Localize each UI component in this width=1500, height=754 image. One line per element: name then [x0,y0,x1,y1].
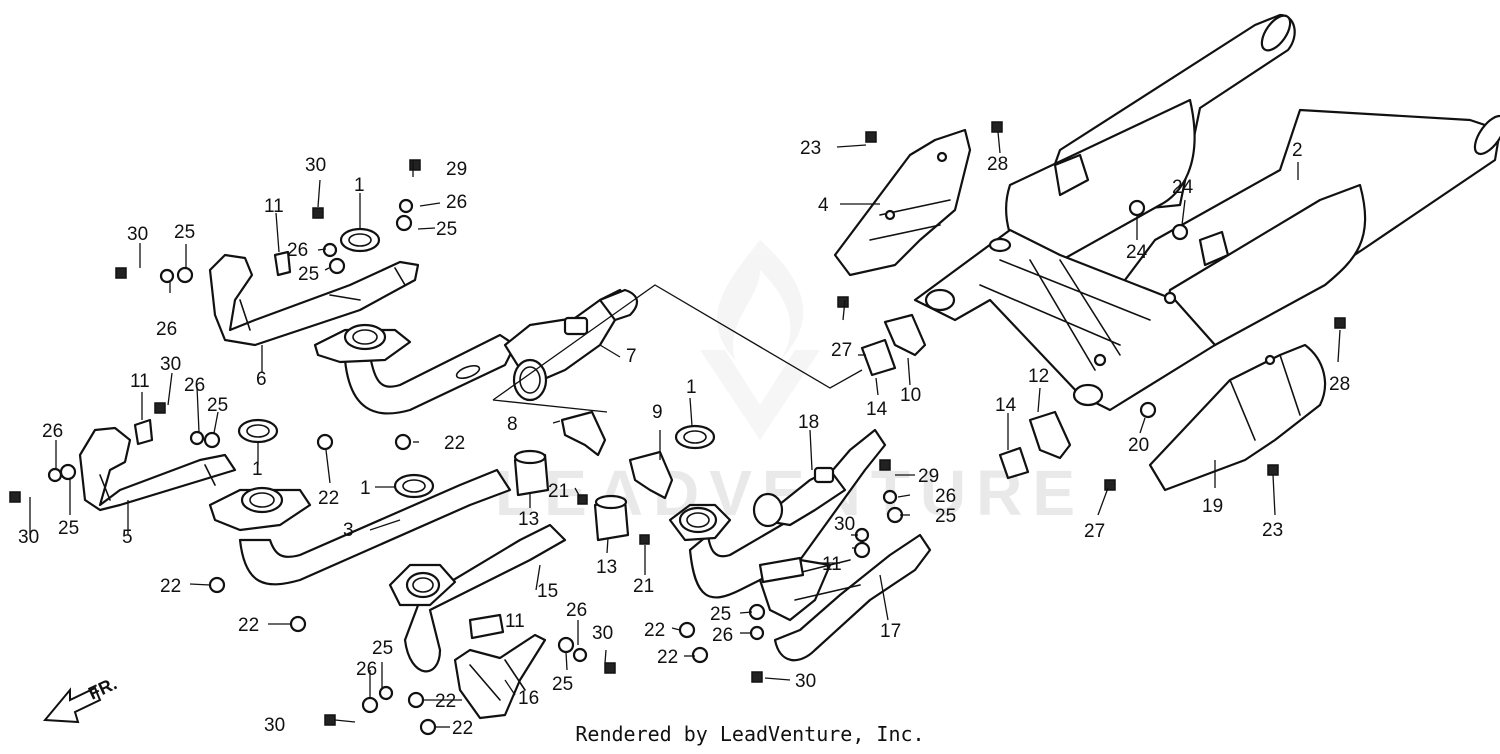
callout-30: 30 [160,354,181,375]
callout-10: 10 [900,385,921,406]
arrow-left-icon [42,686,102,724]
exhaust-pipe-18 [668,428,887,599]
callout-16: 16 [518,688,539,709]
callout-22: 22 [435,691,456,712]
callout-1: 1 [686,377,697,398]
callout-8: 8 [507,414,518,435]
callout-1: 1 [360,478,371,499]
heat-protector-5 [78,426,237,512]
callout-23: 23 [800,138,821,159]
callout-12: 12 [1028,366,1049,387]
callout-7: 7 [626,346,637,367]
callout-11: 11 [822,554,842,575]
callout-30: 30 [592,623,613,644]
callout-14: 14 [995,395,1017,416]
callout-30: 30 [264,715,285,736]
callout-25: 25 [298,264,319,285]
callout-22: 22 [644,620,665,641]
callout-30: 30 [18,527,39,548]
callout-26: 26 [566,600,587,621]
callout-15: 15 [537,581,558,602]
callout-13: 13 [518,509,539,530]
callout-25: 25 [436,219,457,240]
callout-26: 26 [287,240,308,261]
callout-28: 28 [1329,374,1350,395]
callout-30: 30 [305,155,326,176]
footer-credit: Rendered by LeadVenture, Inc. [575,722,925,746]
callout-18: 18 [798,412,819,433]
callout-21: 21 [633,576,654,597]
callout-19: 19 [1202,496,1223,517]
callout-25: 25 [174,222,195,243]
callout-numbers: 1 1 1 1 2 3 4 5 6 7 8 9 10 11 11 11 11 1… [18,138,1350,739]
callout-5: 5 [122,527,133,548]
callout-30: 30 [127,224,148,245]
callout-29: 29 [918,466,939,487]
callout-6: 6 [256,369,267,390]
callout-25: 25 [935,506,956,527]
callout-17: 17 [880,621,901,642]
callout-1: 1 [354,175,365,196]
watermark-logo [700,240,820,440]
callout-2: 2 [1292,140,1303,161]
callout-11: 11 [264,196,284,217]
callout-11: 11 [505,611,525,632]
callout-26: 26 [184,375,205,396]
callout-24: 24 [1126,242,1148,263]
callout-22: 22 [452,718,473,739]
callout-26: 26 [42,421,63,442]
leader-lines [29,131,1341,728]
callout-26: 26 [446,192,467,213]
callout-22: 22 [318,488,339,509]
callout-23: 23 [1262,520,1283,541]
callout-30: 30 [795,671,816,692]
callout-25: 25 [207,395,228,416]
callout-14: 14 [866,399,888,420]
heat-shield-19 [1148,343,1327,492]
heat-protector-6 [208,253,420,347]
callout-13: 13 [596,557,617,578]
callout-22: 22 [160,576,181,597]
callout-26: 26 [156,319,177,340]
callout-11: 11 [130,371,150,392]
callout-9: 9 [652,402,663,423]
callout-25: 25 [372,638,393,659]
callout-27: 27 [831,340,852,361]
callout-26: 26 [356,659,377,680]
callout-3: 3 [343,520,354,541]
reference-line [492,284,863,413]
callout-22: 22 [444,433,465,454]
callout-4: 4 [818,195,829,216]
callout-30: 30 [834,514,855,535]
exhaust-chamber-7 [503,288,638,402]
exhaust-pipe-3 [208,468,512,586]
front-direction-arrow: FR. [42,673,120,724]
exhaust-pipe-15 [388,523,567,673]
callout-1: 1 [252,459,263,480]
callout-29: 29 [446,159,467,180]
callout-20: 20 [1128,435,1149,456]
exhaust-pipe-6 [313,323,517,415]
heat-protector-16 [453,633,547,720]
callout-24: 24 [1172,177,1194,198]
callout-25: 25 [552,674,573,695]
heat-shield-4 [833,128,972,277]
callout-25: 25 [58,518,79,539]
callout-22: 22 [238,615,259,636]
callout-25: 25 [710,604,731,625]
callout-22: 22 [657,647,678,668]
callout-28: 28 [987,154,1008,175]
muffler-assembly [913,13,1500,412]
callout-21: 21 [548,481,569,502]
callout-27: 27 [1084,521,1105,542]
callout-26: 26 [935,486,956,507]
callout-26: 26 [712,625,733,646]
